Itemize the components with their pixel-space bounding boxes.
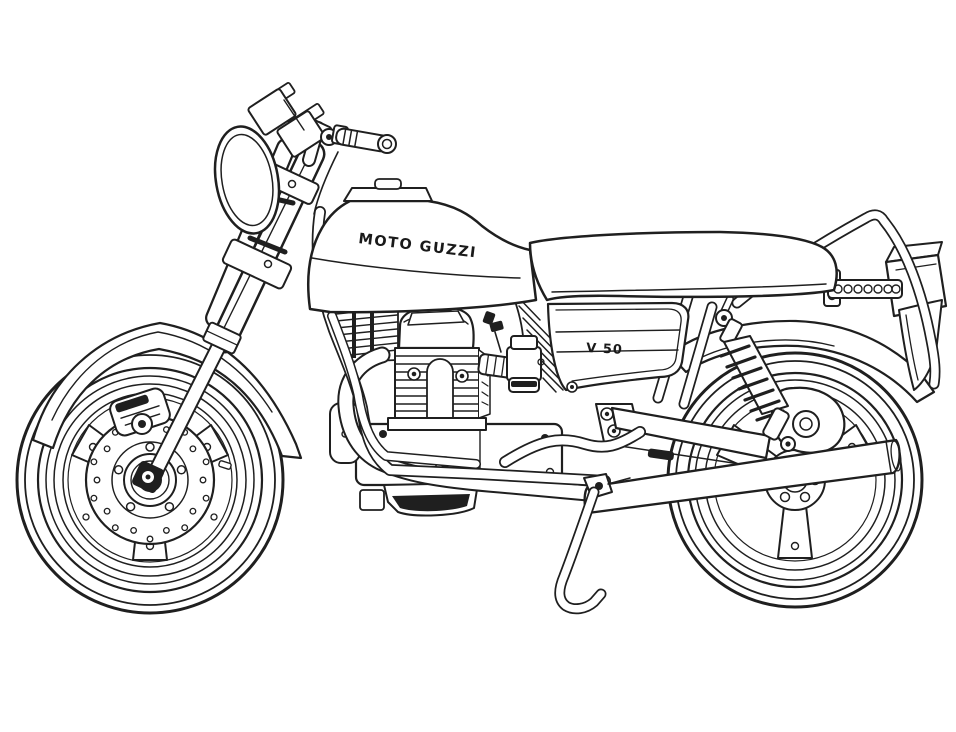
side-panel: V 50 — [546, 301, 690, 393]
passenger-footpeg — [647, 448, 675, 461]
handlebar-grip — [320, 124, 397, 154]
trim-holes — [833, 284, 901, 294]
kickstand — [554, 473, 631, 615]
tire-valve — [218, 460, 232, 470]
grip-end-cap — [377, 134, 397, 154]
seat — [528, 230, 838, 302]
valve-cover — [397, 305, 475, 350]
filler-cap — [374, 178, 402, 190]
headlight — [213, 125, 281, 235]
fork-boot-clamp — [202, 321, 242, 355]
front-brake-caliper — [109, 387, 171, 437]
oil-pan — [359, 482, 479, 517]
lower-triple-clamp — [221, 238, 293, 290]
muffler — [583, 438, 902, 515]
airbox-louvers — [516, 295, 572, 393]
front-fender — [31, 321, 303, 460]
spark-plug-recess — [426, 358, 454, 419]
carburetor — [477, 291, 545, 393]
instrument-cluster — [247, 82, 326, 158]
rail-trim-strip — [827, 279, 903, 299]
shock-absorber — [715, 295, 796, 452]
side-panel-badge-text: V 50 — [586, 341, 623, 358]
fuel-tap — [482, 311, 504, 353]
fuel-tank: MOTO GUZZI — [306, 178, 538, 314]
cylinder-fins — [387, 347, 491, 431]
tank-cap-plate — [343, 187, 433, 202]
shock-spring — [723, 335, 789, 415]
